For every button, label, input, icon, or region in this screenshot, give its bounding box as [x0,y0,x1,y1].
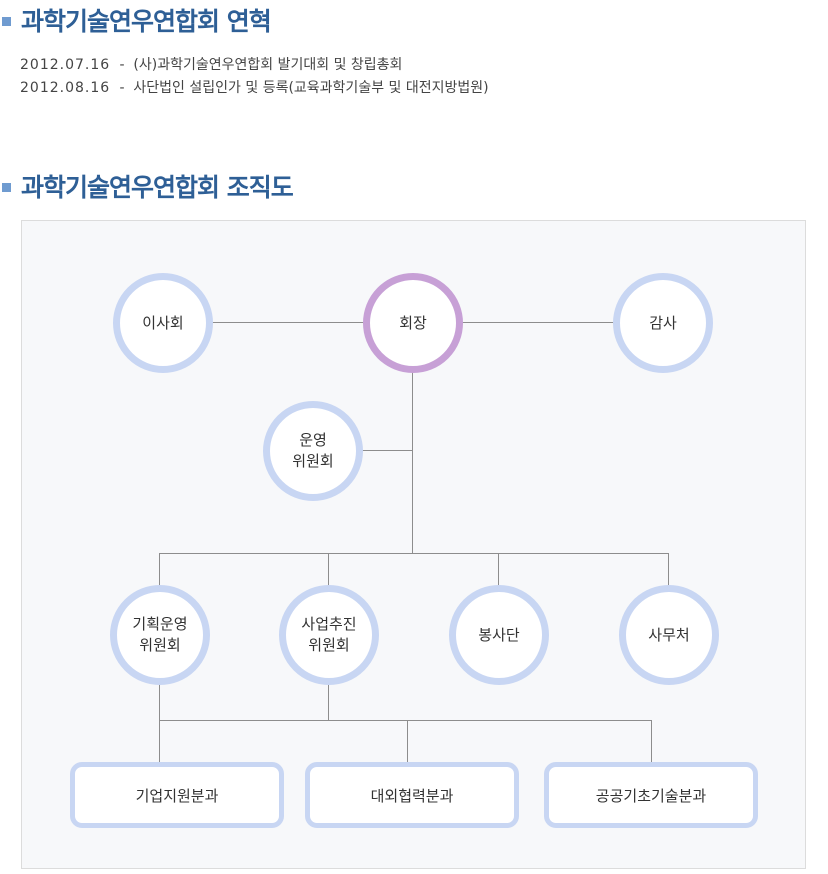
connector [498,553,499,587]
connector [159,553,160,587]
bullet-icon [2,16,11,26]
history-item: 2012.08.16 - 사단법인 설립인가 및 등록(교육과학기술부 및 대전… [20,80,489,96]
connector [159,720,652,721]
node-auditor: 감사 [613,273,713,373]
connector [407,720,408,764]
node-steering-committee: 운영 위원회 [263,401,363,501]
node-planning-committee: 기획운영 위원회 [110,585,210,685]
history-item: 2012.07.16 - (사)과학기술연우연합회 발기대회 및 창립총회 [20,57,403,73]
org-heading: 과학기술연우연합회 조직도 [0,168,294,204]
node-volunteer: 봉사단 [449,585,549,685]
node-board: 이사회 [113,273,213,373]
connector [668,553,669,587]
connector [159,680,160,764]
history-list: 2012.07.16 - (사)과학기술연우연합회 발기대회 및 창립총회 20… [20,54,489,100]
connector [412,370,413,554]
connector [328,553,329,587]
connector [360,450,412,451]
connector [159,553,669,554]
node-president: 회장 [363,273,463,373]
connector [328,680,329,720]
node-business-committee: 사업추진 위원회 [279,585,379,685]
connector [651,720,652,764]
history-heading: 과학기술연우연합회 연혁 [0,2,272,38]
node-division-basic-tech: 공공기초기술분과 [544,762,758,828]
node-division-external: 대외협력분과 [305,762,519,828]
node-secretariat: 사무처 [619,585,719,685]
bullet-icon [2,182,11,192]
node-division-enterprise: 기업지원분과 [70,762,284,828]
